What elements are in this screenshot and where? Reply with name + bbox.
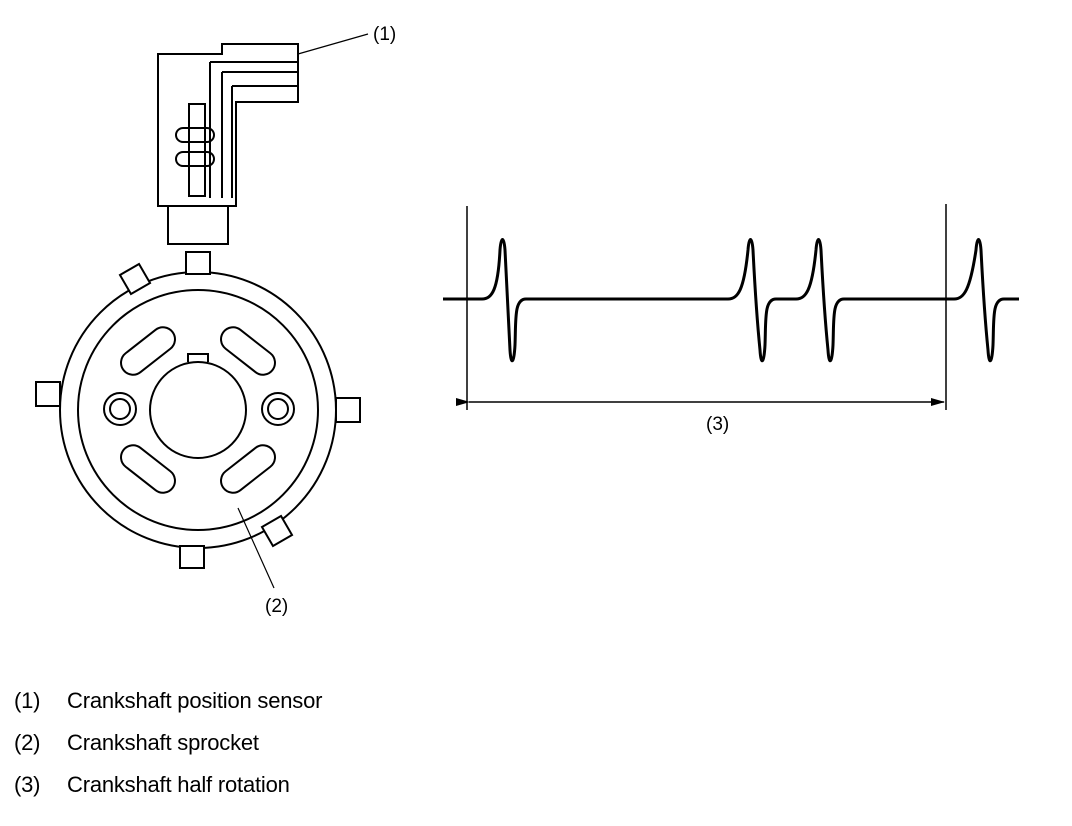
- legend-number: (3): [14, 772, 41, 797]
- sprocket-callout: (2): [265, 596, 288, 617]
- sensor-waveform: [443, 204, 1019, 410]
- legend-item-sprocket: (2) Crankshaft sprocket: [14, 730, 714, 772]
- sprocket-leader-line: [237, 507, 275, 589]
- rotation-callout: (3): [706, 414, 729, 435]
- legend-item-half-rotation: (3) Crankshaft half rotation: [14, 772, 714, 814]
- legend-number: (1): [14, 688, 41, 713]
- legend-text: Crankshaft sprocket: [67, 730, 259, 755]
- legend-text: Crankshaft half rotation: [67, 772, 290, 797]
- legend: (1) Crankshaft position sensor (2) Crank…: [14, 688, 714, 814]
- signal-trace: [443, 238, 1019, 363]
- sensor-leader-line: [297, 33, 369, 55]
- legend-text: Crankshaft position sensor: [67, 688, 323, 713]
- legend-number: (2): [14, 730, 41, 755]
- crankshaft-sprocket: [35, 251, 361, 569]
- sensor-callout: (1): [373, 24, 396, 45]
- legend-item-sensor: (1) Crankshaft position sensor: [14, 688, 714, 730]
- crankshaft-position-sensor: [157, 43, 299, 245]
